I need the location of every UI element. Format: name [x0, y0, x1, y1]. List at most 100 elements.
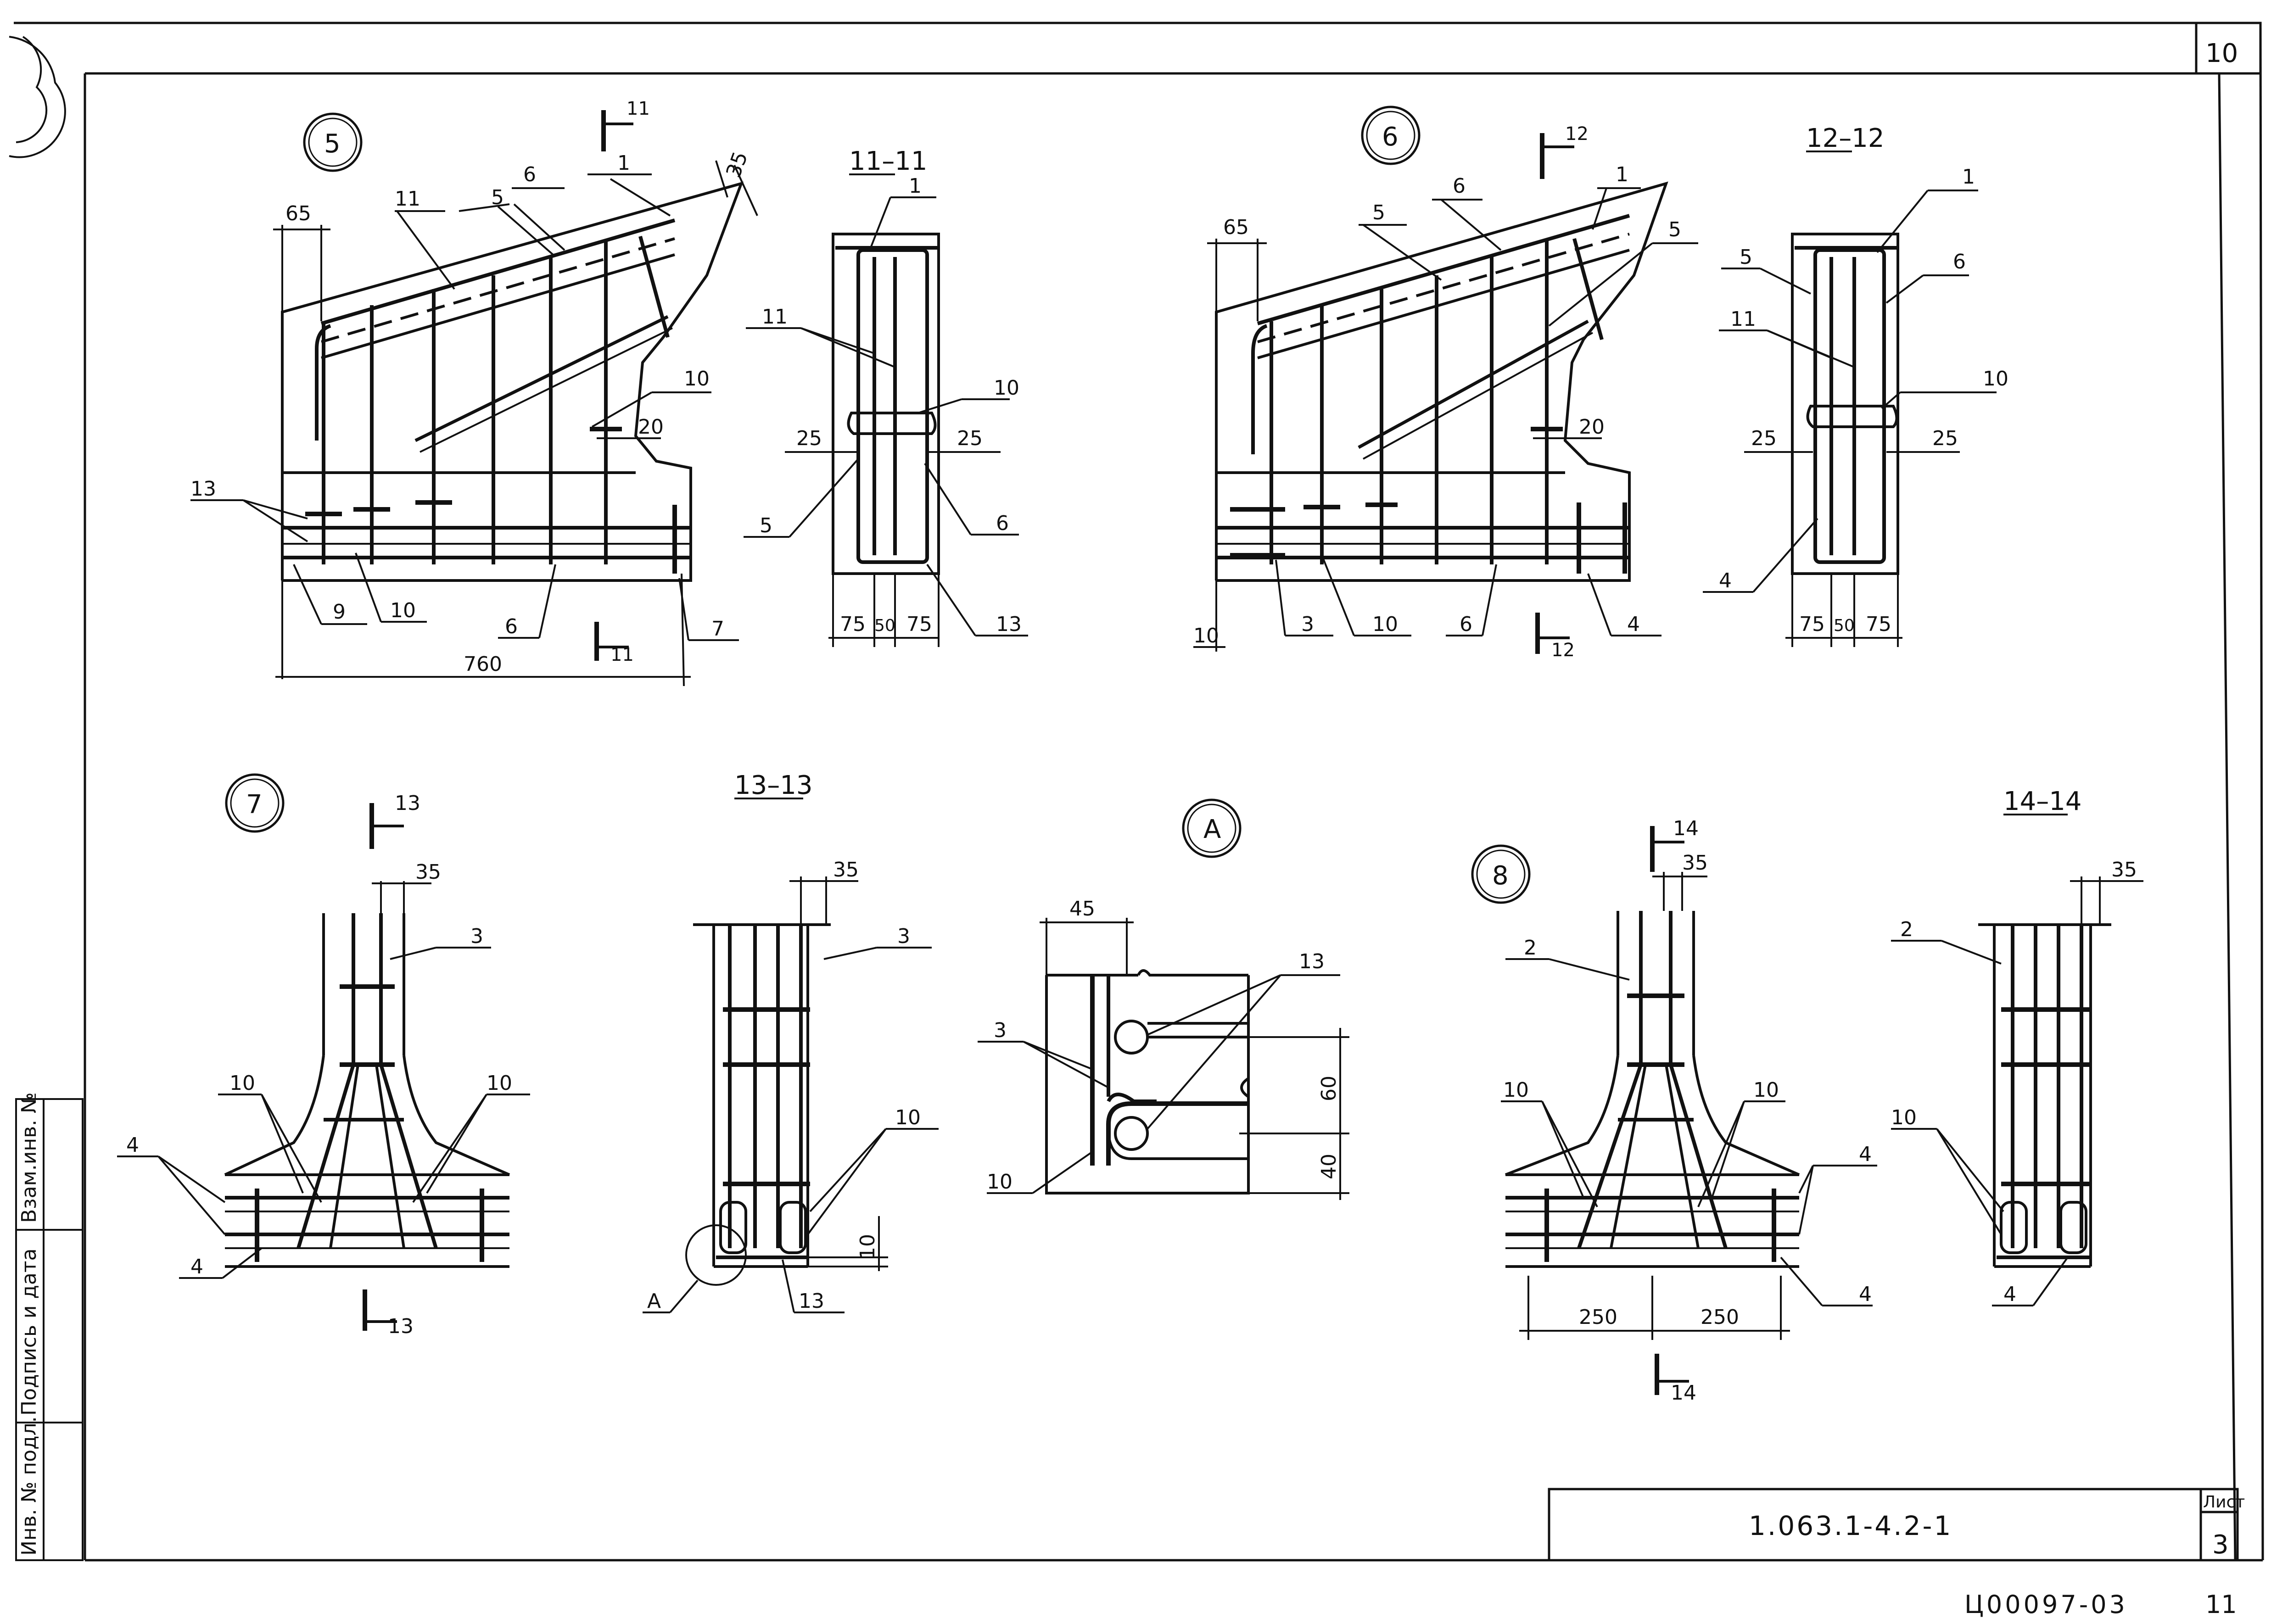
s14-label-4: 4 [2003, 1283, 2016, 1306]
n5-label-6b: 6 [505, 615, 518, 638]
section-12-drawing [1792, 234, 1898, 574]
s13-label-10: 10 [895, 1106, 921, 1129]
n6-label-10: 10 [1372, 613, 1398, 636]
node-7-marker [225, 773, 285, 833]
n7-label-10a: 10 [229, 1072, 255, 1095]
n5-label-7: 7 [711, 617, 724, 641]
n5-label-13: 13 [190, 477, 216, 501]
s12-dim-25a: 25 [1751, 427, 1777, 450]
n6-dim-65: 65 [1223, 216, 1249, 239]
s11-label-10: 10 [994, 376, 1019, 400]
node-6-marker-inner [1366, 111, 1415, 160]
n6-cut-12-top: 12 [1565, 123, 1589, 145]
s14-dim-35: 35 [2111, 858, 2137, 882]
s13-label-13: 13 [799, 1289, 824, 1313]
n5-label-9: 9 [333, 600, 346, 624]
node-7-marker-inner [230, 778, 280, 828]
s13-detail-A: A [647, 1289, 661, 1313]
a-dim-60: 60 [1317, 1076, 1341, 1101]
node-8-drawing [1505, 911, 1799, 1267]
s11-dim-25a: 25 [796, 427, 822, 450]
a-dim-45: 45 [1069, 897, 1095, 921]
n5-label-10b: 10 [390, 599, 416, 622]
n8-label-4b: 4 [1859, 1283, 1872, 1306]
s11-dim-25b: 25 [957, 427, 983, 450]
section-12-title: 12–12 [1806, 123, 1885, 153]
s11-label-1: 1 [909, 174, 922, 198]
n8-label-4a: 4 [1859, 1143, 1872, 1166]
s11-label-5: 5 [760, 514, 772, 537]
n8-dim-35: 35 [1682, 851, 1708, 875]
n8-cut-14-top: 14 [1673, 817, 1699, 840]
n8-label-10b: 10 [1753, 1078, 1779, 1102]
n5-cut-11-top: 11 [627, 98, 650, 119]
n5-label-6: 6 [523, 163, 536, 186]
section-11-drawing [833, 234, 939, 574]
s13-dim-35: 35 [833, 858, 859, 882]
node-6-annotations [1193, 133, 1698, 654]
stamp-vzam: Взам.инв. № [17, 1092, 41, 1223]
s13-label-3: 3 [897, 925, 910, 948]
n5-label-20: 20 [638, 415, 664, 439]
section-14-drawing [1978, 925, 2111, 1267]
n5-label-1: 1 [617, 151, 630, 175]
s11-dim-75b: 75 [906, 613, 932, 636]
n7-label-4a: 4 [126, 1133, 139, 1157]
section-14-annotations [1891, 814, 2143, 1306]
s12-dim-75a: 75 [1799, 613, 1825, 636]
n7-dim-35: 35 [415, 860, 441, 884]
node-6-drawing [1216, 184, 1666, 580]
detail-a-marker-inner [1187, 804, 1236, 853]
bottom-page: 11 [2205, 1590, 2237, 1619]
node-8-marker [1471, 844, 1531, 904]
n7-label-4b: 4 [190, 1255, 203, 1278]
n5-cut-11-bottom: 11 [610, 644, 634, 665]
title-block [1548, 1488, 2239, 1562]
node-8-marker-inner [1476, 849, 1526, 899]
n5-label-10a: 10 [684, 367, 710, 391]
a-label-10: 10 [987, 1170, 1013, 1194]
section-13-drawing [693, 925, 831, 1267]
s12-label-1: 1 [1962, 165, 1975, 189]
s14-label-2: 2 [1900, 918, 1913, 941]
node-5-number: 5 [324, 129, 341, 159]
s11-dim-50: 50 [874, 616, 895, 635]
node-8-number: 8 [1492, 861, 1509, 891]
sheet-number: 3 [2212, 1530, 2229, 1560]
s11-label-13: 13 [996, 613, 1022, 636]
n7-label-10b: 10 [487, 1072, 512, 1095]
n5-label-5: 5 [491, 186, 504, 209]
n6-dim-10: 10 [1193, 624, 1219, 647]
s12-dim-25b: 25 [1932, 427, 1958, 450]
n6-label-3: 3 [1301, 613, 1314, 636]
s13-dim-10: 10 [856, 1234, 879, 1260]
n6-label-5b: 5 [1372, 201, 1385, 224]
section-12-annotations [1703, 151, 1997, 647]
n6-label-4: 4 [1627, 613, 1640, 636]
detail-a-annotations [978, 918, 1349, 1200]
s11-label-11: 11 [762, 305, 788, 329]
n8-dim-250a: 250 [1579, 1306, 1617, 1329]
s14-label-10: 10 [1891, 1106, 1917, 1129]
stamp-inv-podl: Инв. № подл. [17, 1416, 41, 1556]
node-6-marker [1361, 106, 1421, 165]
n6-label-1: 1 [1616, 163, 1628, 186]
n8-dim-250b: 250 [1701, 1306, 1739, 1329]
document-code: 1.063.1-4.2-1 [1749, 1510, 1952, 1541]
n8-label-10a: 10 [1503, 1078, 1529, 1102]
n5-dim-760: 760 [464, 653, 502, 676]
side-stamp [15, 1098, 84, 1561]
node-7-annotations [117, 803, 530, 1331]
n8-cut-14-bottom: 14 [1671, 1381, 1696, 1405]
sheet-number-top: 10 [2205, 39, 2238, 68]
n6-label-5a: 5 [1668, 218, 1681, 241]
s12-label-10: 10 [1983, 367, 2008, 391]
n5-label-11: 11 [395, 187, 420, 211]
n5-dim-35: 35 [722, 149, 752, 181]
s11-dim-75a: 75 [840, 613, 866, 636]
s12-dim-50: 50 [1834, 616, 1855, 635]
node-8-annotations [1501, 826, 1877, 1395]
n7-cut-13-bottom: 13 [388, 1315, 414, 1338]
n7-label-3: 3 [470, 925, 483, 948]
